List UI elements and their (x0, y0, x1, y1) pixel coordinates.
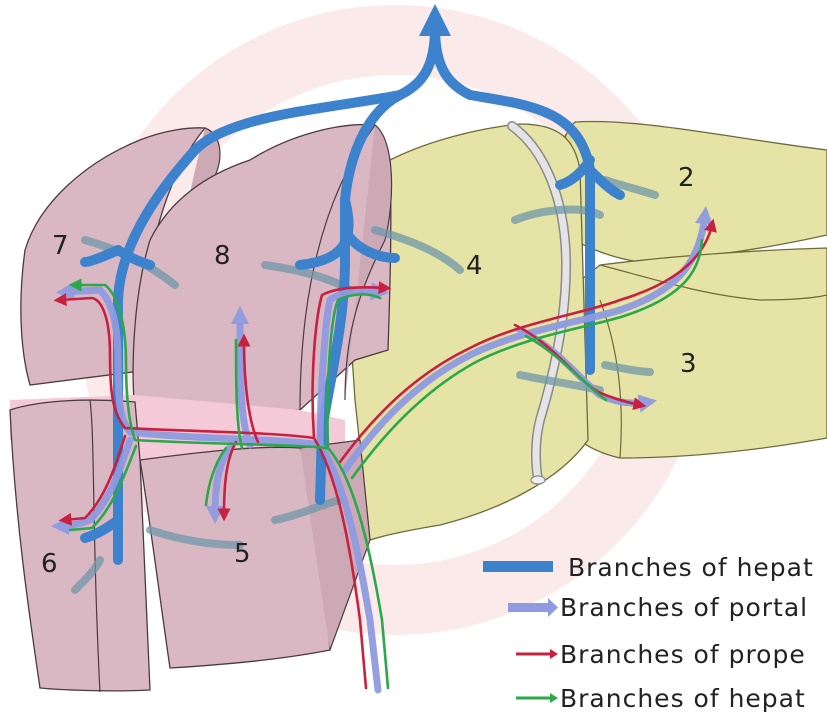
right-lobe (10, 125, 392, 692)
segment-5-label: 5 (234, 539, 251, 569)
legend-label: Branches of portal (560, 593, 808, 622)
legend-arrow-bile-duct (550, 693, 558, 703)
legend-item-bile-duct: Branches of hepat (516, 684, 806, 713)
segment-2-label: 2 (678, 163, 695, 193)
legend-arrow-artery (550, 649, 558, 659)
segment-4-label: 4 (466, 251, 483, 281)
segment-6-label: 6 (41, 549, 58, 579)
legend-label: Branches of hepat (568, 553, 814, 582)
segment-7-label: 7 (52, 231, 69, 261)
legend-swatch-thick-bar (483, 561, 553, 572)
segment-8-label: 8 (214, 241, 231, 271)
legend-label: Branches of prope (560, 640, 806, 669)
legend-label: Branches of hepat (560, 684, 806, 713)
legend-item-artery: Branches of prope (516, 640, 806, 669)
legend-swatch-portal (508, 603, 550, 612)
legend-arrow-portal (548, 598, 558, 617)
segment-3-label: 3 (680, 349, 697, 379)
legend-item-portal-vein: Branches of portal (508, 593, 808, 622)
